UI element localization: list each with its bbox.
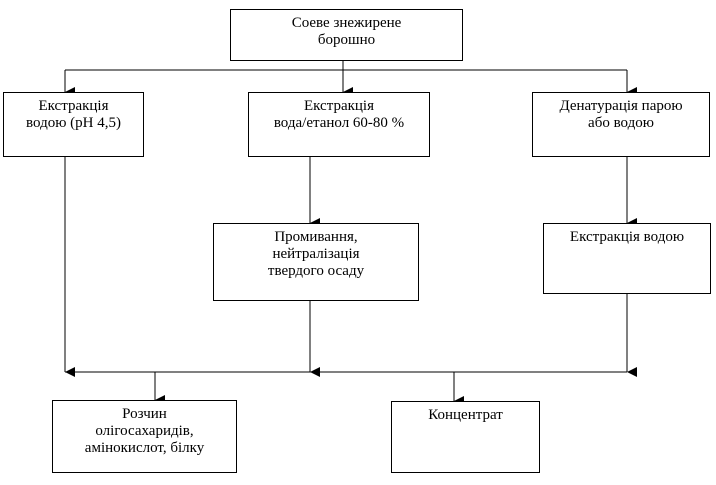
node-text: або водою	[588, 115, 654, 131]
node-text: Соеве знежирене	[291, 15, 402, 31]
node-text: твердого осаду	[267, 263, 365, 279]
node-text: Екстракція	[38, 98, 109, 114]
node-washing-neutralization: Промивання, нейтралізація твердого осаду	[213, 223, 419, 301]
node-soy-defatted-flour: Соеве знежирене борошно	[230, 9, 463, 61]
node-text: Концентрат	[428, 407, 503, 423]
node-text: Розчин	[122, 406, 167, 422]
node-concentrate: Концентрат	[391, 401, 540, 473]
node-extraction-water-ph: Екстракція водою (pH 4,5)	[3, 92, 144, 157]
node-solution: Розчин олігосахаридів, амінокислот, білк…	[52, 400, 237, 473]
node-text: Екстракція	[303, 98, 374, 114]
node-text: вода/етанол 60-80 %	[273, 115, 405, 131]
node-text: Денатурація парою	[559, 98, 683, 114]
node-text: амінокислот, білку	[84, 440, 205, 456]
node-text: нейтралізація	[272, 246, 360, 262]
node-text: борошно	[317, 32, 376, 48]
node-text: Промивання,	[274, 229, 358, 245]
node-water-extraction: Екстракція водою	[543, 223, 711, 294]
node-text: водою (pH 4,5)	[26, 115, 121, 131]
node-text: олігосахаридів,	[95, 423, 194, 439]
node-text: Екстракція водою	[569, 229, 685, 245]
node-denaturation: Денатурація парою або водою	[532, 92, 710, 157]
node-extraction-water-ethanol: Екстракція вода/етанол 60-80 %	[248, 92, 430, 157]
